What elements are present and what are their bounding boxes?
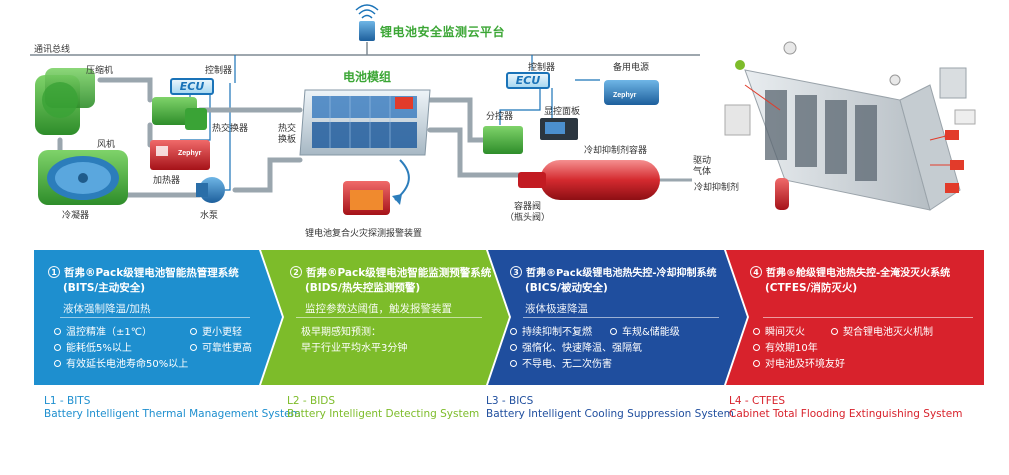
system-3-divider xyxy=(523,317,719,318)
system-2-title-line2: (BIDS/热失控监测预警) xyxy=(305,282,421,294)
battery-module-label: 电池模组 xyxy=(343,70,392,84)
system-2-title: 2 哲弗®Pack级锂电池智能监测预警系统 xyxy=(290,266,491,280)
cloud-platform-title: 锂电池安全监测云平台 xyxy=(380,25,506,39)
battery-module-graphic xyxy=(299,89,431,156)
drive-gas-label: 驱动 气体 xyxy=(693,156,712,177)
system-4-feature: 瞬间灭火 xyxy=(753,328,805,338)
systems-banner: 1 哲弗®Pack级锂电池智能热管理系统 (BITS/主动安全) 液体强制降温/加… xyxy=(34,250,984,385)
svg-text:Zephyr: Zephyr xyxy=(613,92,637,99)
system-1-title-line2: (BITS/主动安全) xyxy=(63,282,146,294)
pump-label: 水泵 xyxy=(200,211,219,221)
detector-label: 锂电池复合火灾探测报警装置 xyxy=(305,229,423,239)
heat-exchanger-label: 热交换器 xyxy=(212,124,249,134)
system-3-feature: 不导电、无二次伤害 xyxy=(510,360,612,370)
cabinet-graphic xyxy=(724,41,976,211)
fan-label: 风机 xyxy=(97,140,116,150)
backup-power-label: 备用电源 xyxy=(613,63,650,73)
level-1-label: L1 - BITS Battery Intelligent Thermal Ma… xyxy=(44,395,301,421)
diagram-graphics: Zephyr xyxy=(30,4,976,215)
system-3-title-line1: 哲弗®Pack级锂电池热失控-冷却抑制系统 xyxy=(526,268,717,279)
system-3-feature: 强惰化、快速降温、强隔氧 xyxy=(510,344,642,354)
compressor-graphic xyxy=(35,68,95,135)
system-3-title: 3 哲弗®Pack级锂电池热失控-冷却抑制系统 xyxy=(510,266,717,281)
system-1-number: 1 xyxy=(48,266,60,278)
system-1-title: 1 哲弗®Pack级锂电池智能热管理系统 xyxy=(48,266,239,280)
level-4-label: L4 - CTFES Cabinet Total Flooding Exting… xyxy=(729,395,962,421)
system-4-title: 4 哲弗®舱级锂电池热失控-全淹没灭火系统 xyxy=(750,266,950,281)
display-panel-label: 显控面板 xyxy=(544,107,581,117)
level-4-name: Cabinet Total Flooding Extinguishing Sys… xyxy=(729,408,963,420)
container-valve-label: 容器阀 （瓶头阀） xyxy=(505,202,551,223)
system-2-number: 2 xyxy=(290,266,302,278)
level-2-name: Battery Intelligent Detecting System xyxy=(287,408,480,420)
system-1-divider xyxy=(60,317,250,318)
banner-shapes xyxy=(34,250,984,385)
level-1-code: L1 - BITS xyxy=(44,395,91,407)
svg-text:Zephyr: Zephyr xyxy=(178,150,202,157)
system-3-feature: 车规&储能级 xyxy=(610,328,680,338)
system-1-feature: 更小更轻 xyxy=(190,328,242,338)
bus-label: 通讯总线 xyxy=(34,45,71,55)
system-3-number: 3 xyxy=(510,266,522,278)
agent-bottle-graphic xyxy=(518,160,692,200)
pump-graphic xyxy=(196,177,225,203)
level-1-name: Battery Intelligent Thermal Management S… xyxy=(44,408,301,420)
controller-left-label: 控制器 xyxy=(205,66,233,76)
distributor-label: 分控器 xyxy=(486,112,514,122)
level-4-code: L4 - CTFES xyxy=(729,395,786,407)
coolant-pipes xyxy=(57,77,523,198)
system-4-number: 4 xyxy=(750,266,762,278)
backup-power-graphic: Zephyr xyxy=(604,80,659,105)
cloud-device-icon xyxy=(355,4,379,41)
ecu-right: ECU xyxy=(506,72,550,89)
level-2-code: L2 - BIDS xyxy=(287,395,336,407)
system-4-feature: 对电池及环境友好 xyxy=(753,360,845,370)
system-3-subtitle: 液体极速降温 xyxy=(525,303,588,315)
agent-container-label: 冷却抑制剂容器 xyxy=(584,146,648,156)
system-1-feature: 能耗低5%以上 xyxy=(54,344,132,354)
system-2-subtitle: 监控参数达阈值，触发报警装置 xyxy=(305,303,452,315)
system-4-feature: 有效期10年 xyxy=(753,344,818,354)
heat-exchange-plate-label: 热交 换板 xyxy=(278,124,297,145)
distributor-graphic xyxy=(483,126,523,154)
system-1-subtitle: 液体强制降温/加热 xyxy=(63,303,151,315)
system-3-feature: 持续抑制不复燃 xyxy=(510,328,592,338)
system-1-feature: 可靠性更高 xyxy=(190,344,252,354)
system-2-feature: 早于行业平均水平3分钟 xyxy=(301,343,408,354)
heater-label: 加热器 xyxy=(153,176,181,186)
system-1-title-line1: 哲弗®Pack级锂电池智能热管理系统 xyxy=(64,267,239,279)
condenser-graphic xyxy=(38,150,128,205)
controller-right-label: 控制器 xyxy=(528,63,556,73)
system-4-feature: 契合锂电池灭火机制 xyxy=(831,328,933,338)
system-2-feature: 极早期感知预测： xyxy=(301,327,381,338)
level-3-code: L3 - BICS xyxy=(486,395,534,407)
system-4-title-line1: 哲弗®舱级锂电池热失控-全淹没灭火系统 xyxy=(766,268,951,279)
level-3-name: Battery Intelligent Cooling Suppression … xyxy=(486,408,734,420)
condenser-label: 冷凝器 xyxy=(62,211,90,221)
heat-exchanger-graphic xyxy=(152,97,207,130)
suppressant-label: 冷却抑制剂 xyxy=(694,183,740,193)
system-1-feature: 温控精准（±1℃） xyxy=(54,328,152,338)
system-4-divider xyxy=(763,317,973,318)
heater-graphic: Zephyr xyxy=(150,140,210,170)
system-1-feature: 有效延长电池寿命50%以上 xyxy=(54,360,188,370)
level-2-label: L2 - BIDS Battery Intelligent Detecting … xyxy=(287,395,479,421)
system-2-divider xyxy=(296,317,482,318)
level-3-label: L3 - BICS Battery Intelligent Cooling Su… xyxy=(486,395,734,421)
system-2-title-line1: 哲弗®Pack级锂电池智能监测预警系统 xyxy=(306,267,492,279)
fire-detector-graphic xyxy=(343,159,410,215)
system-4-title-line2: (CTFES/消防灭火) xyxy=(765,282,858,294)
system-3-title-line2: (BICS/被动安全) xyxy=(525,282,608,294)
compressor-label: 压缩机 xyxy=(86,66,114,76)
ecu-left: ECU xyxy=(170,78,214,95)
system-diagram: Zephyr xyxy=(30,4,976,239)
